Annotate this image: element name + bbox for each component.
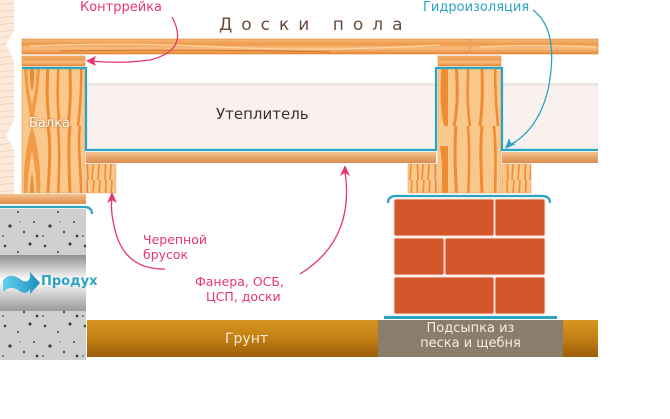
counter-battens bbox=[21, 55, 502, 67]
cranial-bars bbox=[85, 163, 532, 194]
sand-bed bbox=[378, 320, 563, 357]
arrowheads bbox=[86, 56, 516, 203]
counter-batten-arrow bbox=[91, 16, 179, 63]
beam-right bbox=[437, 67, 502, 194]
background-wall bbox=[0, 0, 14, 195]
arrowhead-icon bbox=[86, 56, 96, 66]
vent-arrow-icon bbox=[3, 272, 40, 294]
insulation-layer bbox=[87, 83, 598, 149]
sill-board bbox=[0, 194, 86, 204]
beam-left bbox=[21, 67, 86, 194]
label-floor-boards-title: Доски пола bbox=[219, 15, 412, 35]
subfloor-boards bbox=[86, 152, 598, 163]
label-sand-bed-line1: Подсыпка из bbox=[426, 321, 515, 336]
floor-boards bbox=[21, 38, 599, 55]
label-cranial-bar-line2: брусок bbox=[143, 247, 189, 262]
subfloor-arrow bbox=[299, 171, 348, 275]
brick-pillar bbox=[393, 198, 546, 315]
arrowhead-icon bbox=[340, 165, 350, 176]
waterproofing-membrane bbox=[22, 66, 598, 152]
arrowhead-icon bbox=[505, 138, 516, 149]
label-vent: Продух bbox=[41, 274, 98, 289]
waterproofing-arrow bbox=[509, 9, 553, 146]
insulation-top-edge bbox=[87, 83, 598, 86]
sill-membrane bbox=[0, 205, 94, 215]
label-subfloor-line1: Фанера, ОСБ, bbox=[195, 274, 284, 289]
label-beam: Балка bbox=[29, 116, 71, 131]
label-sand-bed-line2: песка и щебня bbox=[420, 335, 521, 351]
label-insulation: Утеплитель bbox=[216, 105, 309, 123]
label-sand-bed: Подсыпка из песка и щебня bbox=[378, 321, 563, 352]
cranial-bar-arrow bbox=[110, 197, 166, 270]
pillar-membrane-bottom bbox=[384, 316, 557, 319]
pillar-membrane-top bbox=[386, 194, 552, 204]
label-cranial-bar-line1: Черепной bbox=[143, 232, 208, 247]
label-counter-batten: Контррейка bbox=[80, 0, 163, 15]
label-subfloor-line2: ЦСП, доски bbox=[206, 289, 281, 304]
arrowhead-icon bbox=[107, 192, 117, 203]
label-waterproofing: Гидроизоляция bbox=[423, 0, 530, 15]
label-ground: Грунт bbox=[225, 331, 269, 347]
